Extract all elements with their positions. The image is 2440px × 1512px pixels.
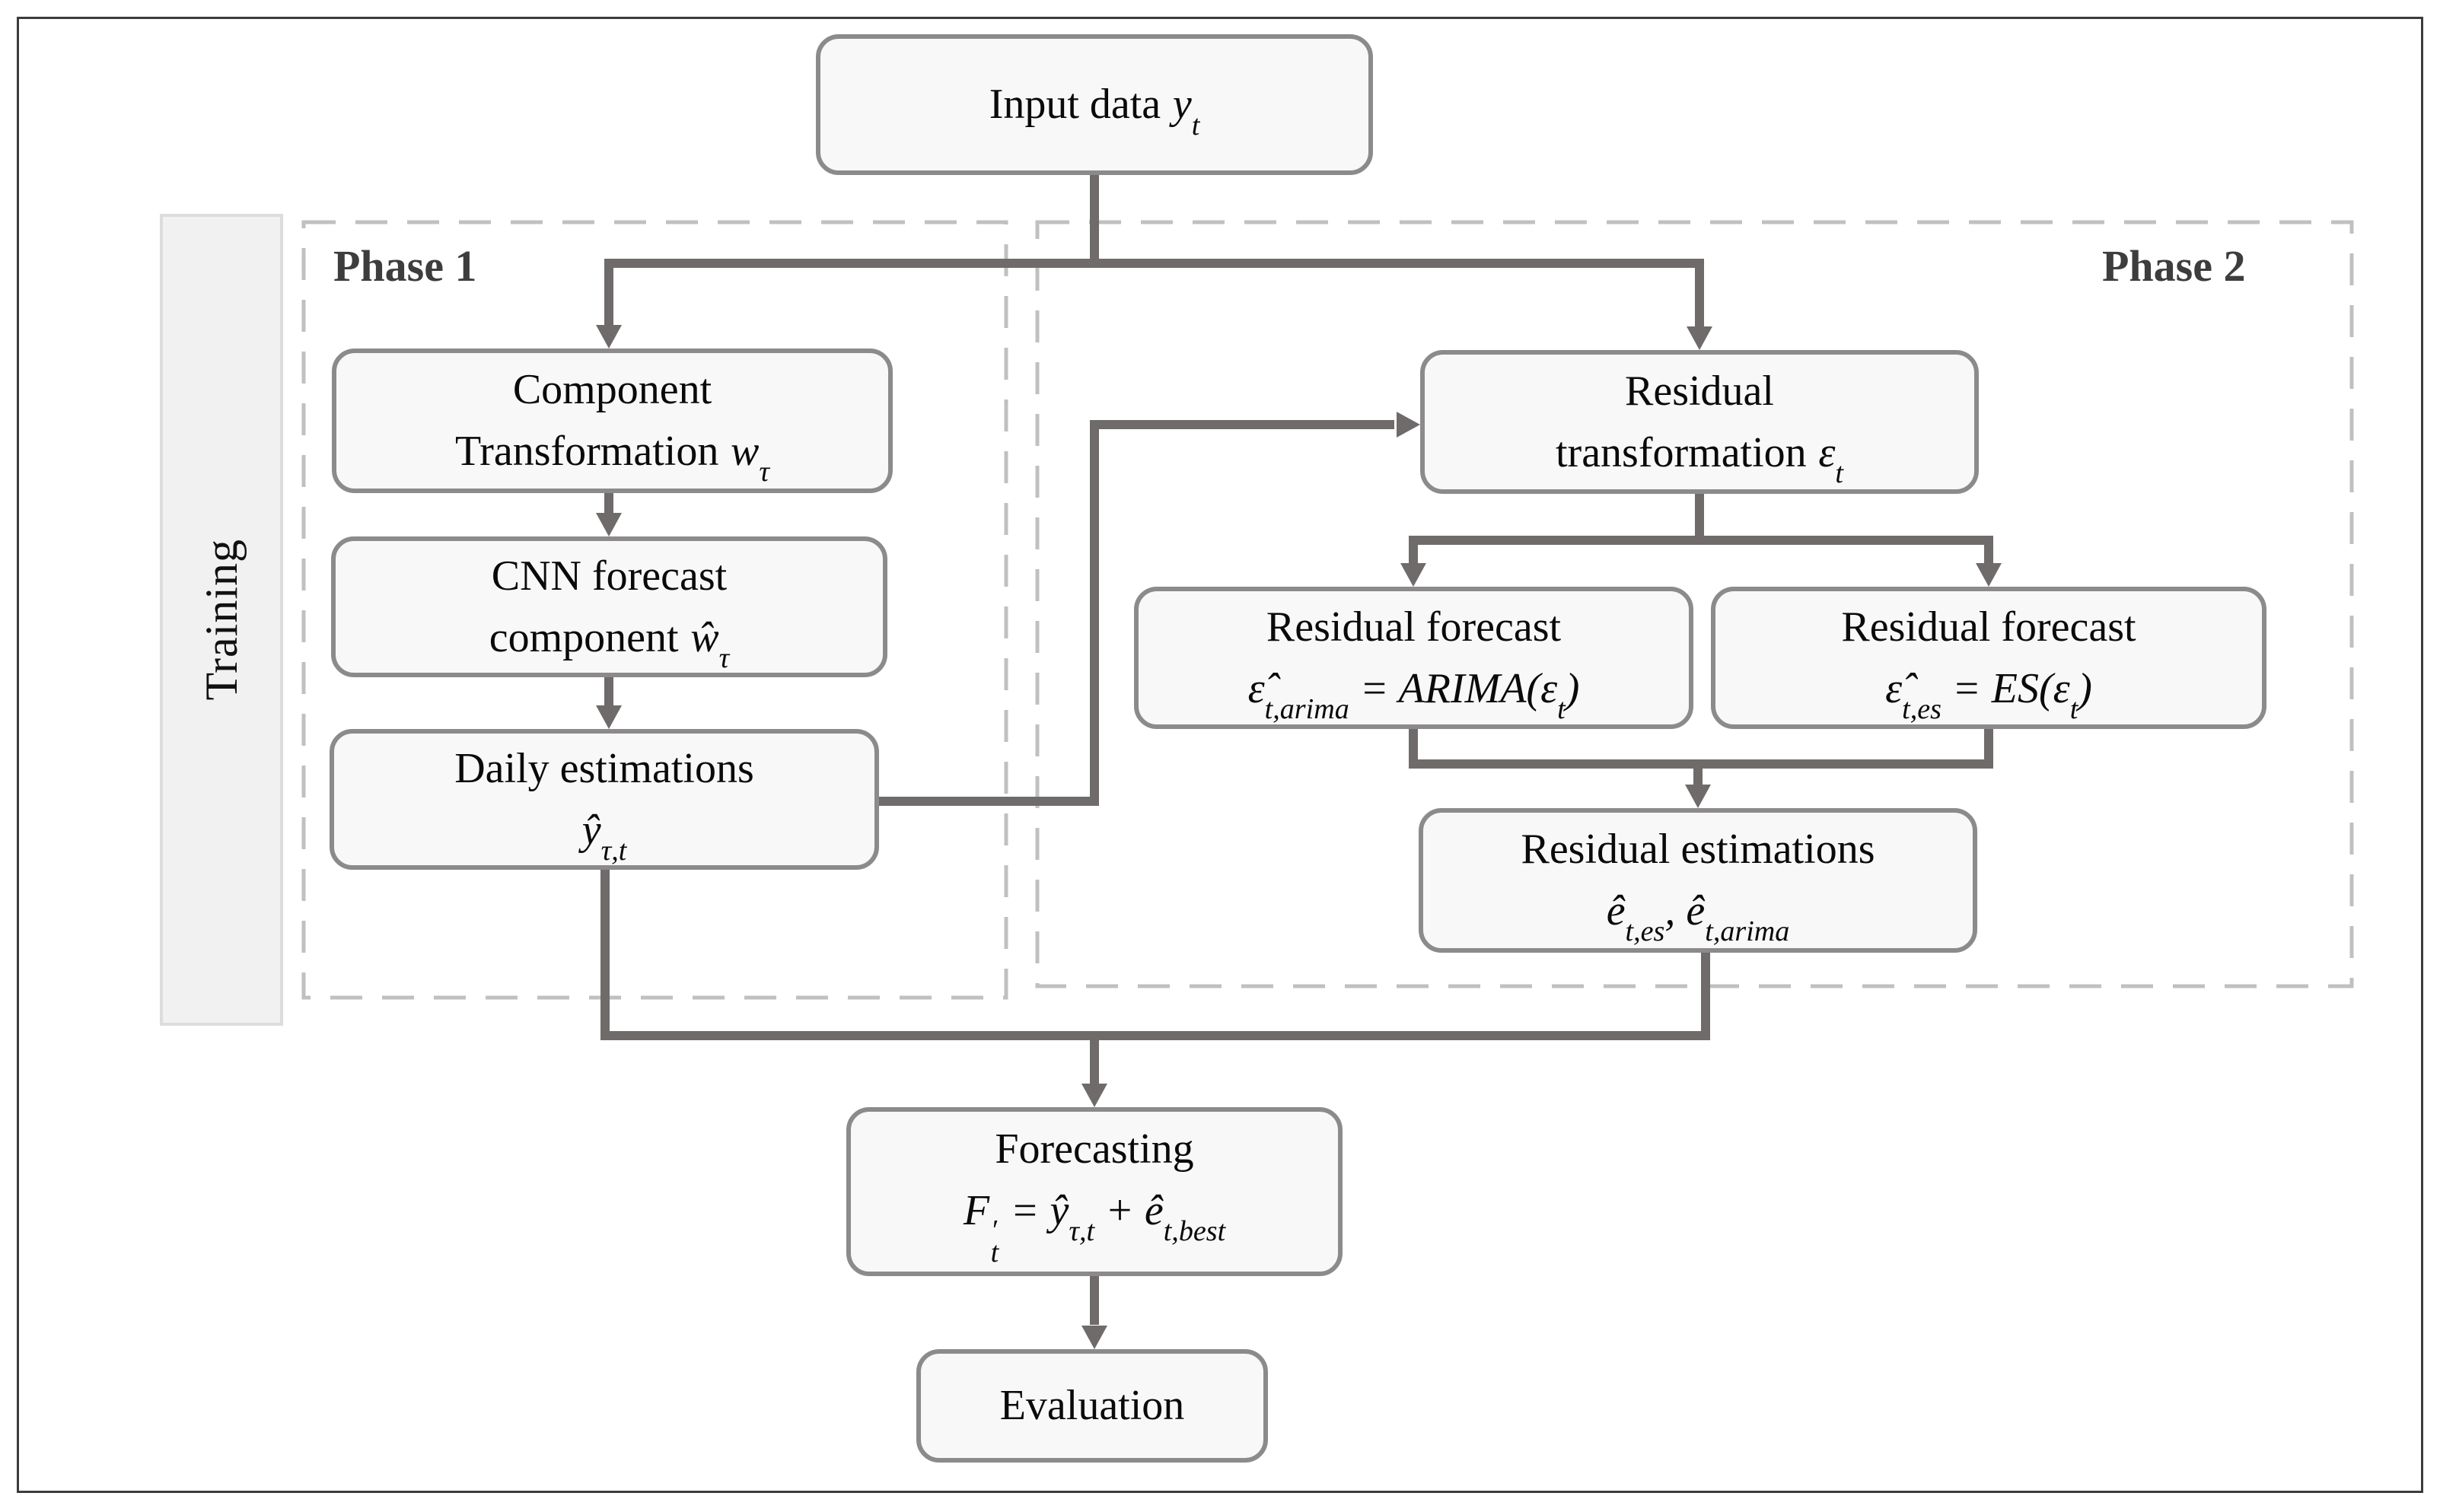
connector-to-forecasting <box>1090 1036 1099 1086</box>
daily-estimations-line1: Daily estimations <box>454 744 754 792</box>
cnn-forecast-line1: CNN forecast <box>491 552 728 600</box>
forecasting-line2: F′t = ŷτ,t + êt,best <box>963 1186 1226 1269</box>
connector-residual-transformation-down <box>1695 494 1704 545</box>
daily-estimations-line2: ŷτ,t <box>581 806 627 867</box>
arrowhead-into-component <box>596 325 622 349</box>
connector-riser <box>1090 420 1099 806</box>
training-label: Training <box>196 539 247 701</box>
training-sidebar: Training <box>160 214 283 1026</box>
residual-forecast-arima-line2: ε̂t,arima = ARIMA(εt) <box>1247 664 1580 725</box>
residual-estimations-line1: Residual estimations <box>1521 826 1875 874</box>
residual-forecast-es-line2: ε̂t,es = ES(εt) <box>1885 664 2092 725</box>
residual-forecast-es-box: Residual forecast ε̂t,es = ES(εt) <box>1711 587 2266 729</box>
connector-distribution <box>604 259 1704 268</box>
connector-daily-out <box>875 797 1099 806</box>
forecasting-line1: Forecasting <box>995 1125 1194 1173</box>
arrowhead-into-residual-estimations <box>1685 785 1711 808</box>
residual-estimations-box: Residual estimations êt,es, êt,arima <box>1419 808 1977 953</box>
connector-daily-to-merge <box>600 870 610 1040</box>
daily-estimations-box: Daily estimations ŷτ,t <box>330 729 879 870</box>
component-transformation-line1: Component <box>512 366 712 414</box>
arrowhead-into-residual-transformation <box>1687 326 1712 350</box>
residual-forecast-arima-box: Residual forecast ε̂t,arima = ARIMA(εt) <box>1134 587 1693 729</box>
connector-to-residual-estimations <box>1693 769 1703 787</box>
arrowhead-into-daily <box>596 705 622 729</box>
connector-es-down <box>1984 729 1993 769</box>
arrowhead-into-residual-transformation-left <box>1397 412 1420 438</box>
connector-residual-estimations-to-merge <box>1701 953 1710 1040</box>
connector-split <box>1409 536 1993 545</box>
connector-to-residual-transformation <box>1695 263 1704 330</box>
arrowhead-into-es <box>1976 563 2002 587</box>
forecasting-box: Forecasting F′t = ŷτ,t + êt,best <box>846 1107 1343 1276</box>
phase2-label: Phase 2 <box>2102 241 2246 291</box>
residual-forecast-es-line1: Residual forecast <box>1841 603 2136 651</box>
connector-riser-top <box>1090 420 1394 429</box>
connector-component-to-cnn <box>604 493 613 517</box>
connector-forecast-merge <box>1409 759 1993 769</box>
connector-cnn-to-daily <box>604 677 613 709</box>
connector-to-component <box>604 263 613 329</box>
connector-arima-down <box>1409 729 1418 769</box>
residual-transformation-line1: Residual <box>1625 367 1774 415</box>
residual-forecast-arima-line1: Residual forecast <box>1266 603 1562 651</box>
phase1-label: Phase 1 <box>333 241 477 291</box>
connector-bottom-merge <box>600 1031 1710 1040</box>
evaluation-box: Evaluation <box>916 1349 1268 1463</box>
evaluation-line1: Evaluation <box>999 1382 1185 1430</box>
arrowhead-into-cnn <box>596 513 622 536</box>
connector-input-down <box>1090 173 1099 268</box>
arrowhead-into-arima <box>1400 563 1426 587</box>
phase1-dashed-border <box>301 220 1008 1000</box>
connector-split-to-arima <box>1409 536 1418 565</box>
arrowhead-into-forecasting <box>1081 1084 1107 1107</box>
figure-border <box>17 17 2423 1493</box>
arrowhead-into-evaluation <box>1081 1326 1107 1349</box>
residual-estimations-line2: êt,es, êt,arima <box>1606 887 1790 948</box>
connector-forecasting-to-evaluation <box>1090 1276 1099 1325</box>
connector-split-to-es <box>1984 536 1993 565</box>
phase1-region <box>301 220 1008 1000</box>
